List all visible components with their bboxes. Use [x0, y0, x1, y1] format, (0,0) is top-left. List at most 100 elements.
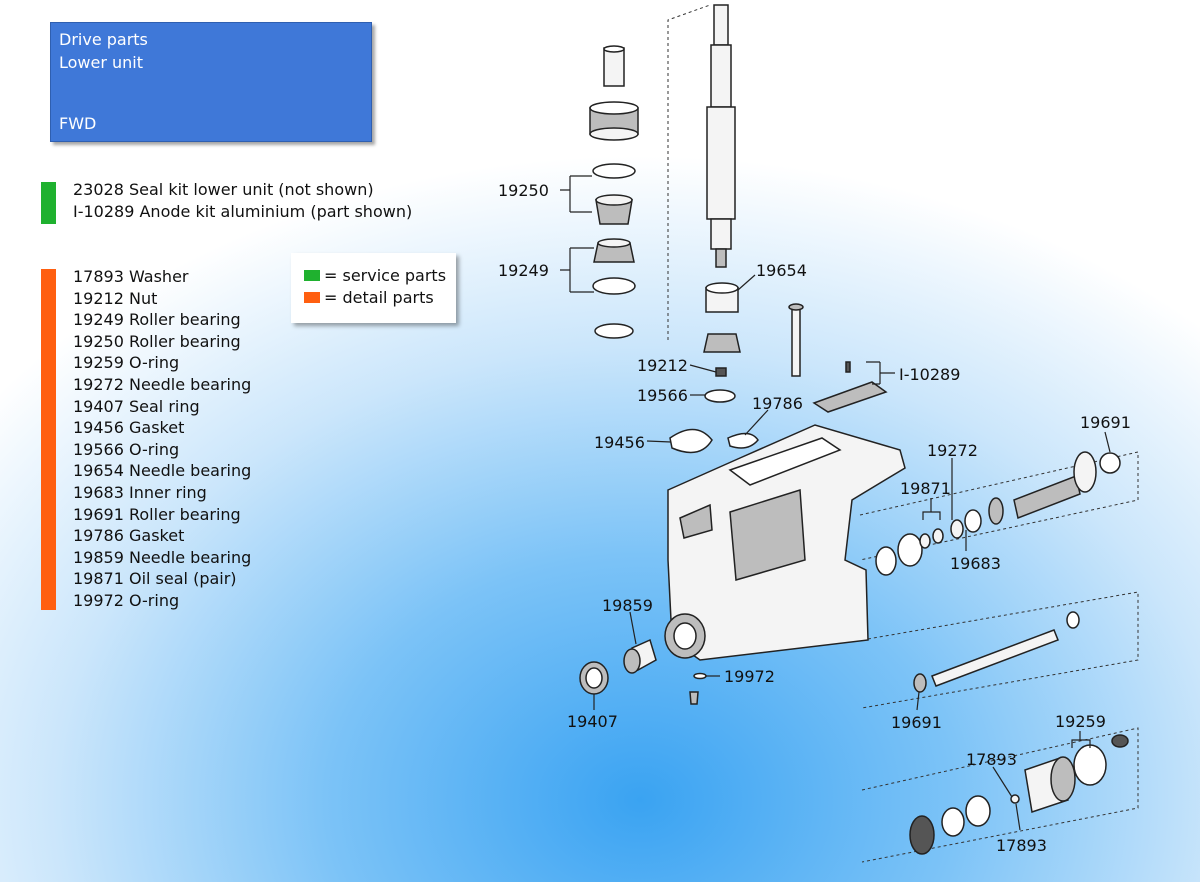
diagram-shape — [950, 519, 964, 539]
service-parts-bar — [41, 182, 56, 224]
callout-19456: 19456 — [594, 433, 645, 452]
legend-detail: = detail parts — [304, 287, 456, 309]
detail-part-item: 19250 Roller bearing — [73, 331, 241, 351]
diagram-shape — [788, 303, 804, 311]
diagram-shape — [673, 622, 697, 650]
callout-19786: 19786 — [752, 394, 803, 413]
anode-I10289 — [812, 381, 888, 413]
o-ring-19566 — [704, 389, 736, 403]
roller-bearing-19249 — [592, 238, 636, 295]
callout-19212: 19212 — [637, 356, 688, 375]
diagram-shape — [916, 691, 920, 711]
diagram-shape — [729, 488, 806, 581]
diagram-shape — [932, 528, 944, 544]
diagram-shape — [1013, 474, 1081, 520]
diagram-shape — [705, 282, 739, 294]
diagram-shape — [706, 106, 736, 220]
detail-parts-bar — [41, 269, 56, 610]
title-drive-parts: Drive parts — [59, 30, 148, 49]
callout-leaders — [560, 175, 1111, 831]
diagram-shape — [1071, 731, 1091, 748]
callout-19566: 19566 — [637, 386, 688, 405]
diagram-shape — [1073, 744, 1107, 786]
o-ring-19972 — [693, 672, 707, 680]
diagram-shape — [589, 127, 639, 141]
diagram-shape — [710, 44, 732, 108]
service-part-item: I-10289 Anode kit aluminium (part shown) — [73, 201, 413, 221]
diagram-shape — [913, 673, 927, 693]
diagram-shape — [1010, 794, 1020, 804]
diagram-shape — [909, 815, 935, 855]
callout-19691-bottom: 19691 — [891, 713, 942, 732]
gasket-19786 — [727, 432, 759, 449]
detail-part-item: 19407 Seal ring — [73, 396, 200, 416]
diagram-shape — [603, 47, 625, 87]
callout-19407: 19407 — [567, 712, 618, 731]
detail-part-item: 19456 Gasket — [73, 418, 185, 438]
callout-19249: 19249 — [498, 261, 549, 280]
roller-bearing-19250 — [592, 163, 636, 225]
diagram-shape — [1066, 611, 1080, 629]
service-part-item: 23028 Seal kit lower unit (not shown) — [73, 180, 374, 199]
gearcase-housing — [664, 424, 906, 661]
detail-part-item: 19249 Roller bearing — [73, 310, 241, 330]
diagram-shape — [1111, 734, 1129, 748]
drain-screw — [689, 691, 699, 705]
detail-part-item: 19859 Needle bearing — [73, 547, 252, 567]
detail-part-item: 19259 O-ring — [73, 353, 180, 373]
diagram-shape — [689, 364, 717, 373]
detail-part-item: 19871 Oil seal (pair) — [73, 569, 237, 589]
driveshaft — [706, 4, 736, 268]
callout-19250: 19250 — [498, 181, 549, 200]
needle-bearing-19654 — [705, 282, 739, 313]
diagram-shape — [560, 175, 592, 213]
diagram-shape — [875, 546, 897, 576]
stud-bolt — [791, 307, 801, 377]
callout-19691-top: 19691 — [1080, 413, 1131, 432]
diagram-shape — [560, 247, 594, 293]
detail-part-item: 17893 Washer — [73, 267, 189, 286]
diagram-shape — [646, 440, 672, 443]
callout-17893-bottom: 17893 — [996, 836, 1047, 855]
detail-part-item: 19683 Inner ring — [73, 482, 207, 502]
bearing-cup-top — [589, 101, 639, 141]
diagram-shape — [1050, 756, 1076, 802]
gasket-19456 — [669, 428, 713, 454]
anode-screw — [845, 361, 851, 373]
diagram-shape — [592, 163, 636, 179]
diagram-shape — [715, 248, 727, 268]
pinion-shaft-group — [875, 451, 1121, 576]
diagram-shape — [1104, 431, 1111, 453]
sleeve-part — [603, 45, 625, 87]
detail-parts-list: 17893 Washer 19212 Nut 19249 Roller bear… — [73, 266, 251, 612]
diagram-shape — [585, 667, 603, 689]
propeller-shaft-group — [913, 611, 1080, 693]
diagram-shape — [737, 274, 756, 291]
callout-I-10289: I-10289 — [899, 365, 960, 384]
detail-part-item: 19272 Needle bearing — [73, 374, 252, 394]
needle-bearing-19859 — [623, 638, 657, 674]
detail-part-item: 19691 Roller bearing — [73, 504, 241, 524]
diagram-shape — [713, 4, 729, 46]
service-parts-list: 23028 Seal kit lower unit (not shown) I-… — [73, 179, 412, 222]
shim-ring — [594, 323, 634, 339]
diagram-shape — [597, 238, 631, 248]
detail-part-item: 19654 Needle bearing — [73, 461, 252, 481]
diagram-shape — [941, 807, 965, 837]
axis-driveshaft — [667, 4, 711, 340]
diagram-shape — [919, 533, 931, 549]
diagram-shape — [603, 45, 625, 53]
diagram-shape — [988, 497, 1004, 525]
diagram-shape — [623, 648, 641, 674]
callout-19859: 19859 — [602, 596, 653, 615]
diagram-shape — [595, 194, 633, 206]
diagram-shape — [710, 218, 732, 250]
detail-part-item: 19566 O-ring — [73, 439, 180, 459]
callout-19259: 19259 — [1055, 712, 1106, 731]
green-swatch-icon — [304, 270, 320, 281]
title-lower-unit: Lower unit — [59, 53, 144, 72]
pinion-gear — [703, 333, 741, 353]
legend-service: = service parts — [304, 265, 456, 287]
orange-swatch-icon — [304, 292, 320, 303]
